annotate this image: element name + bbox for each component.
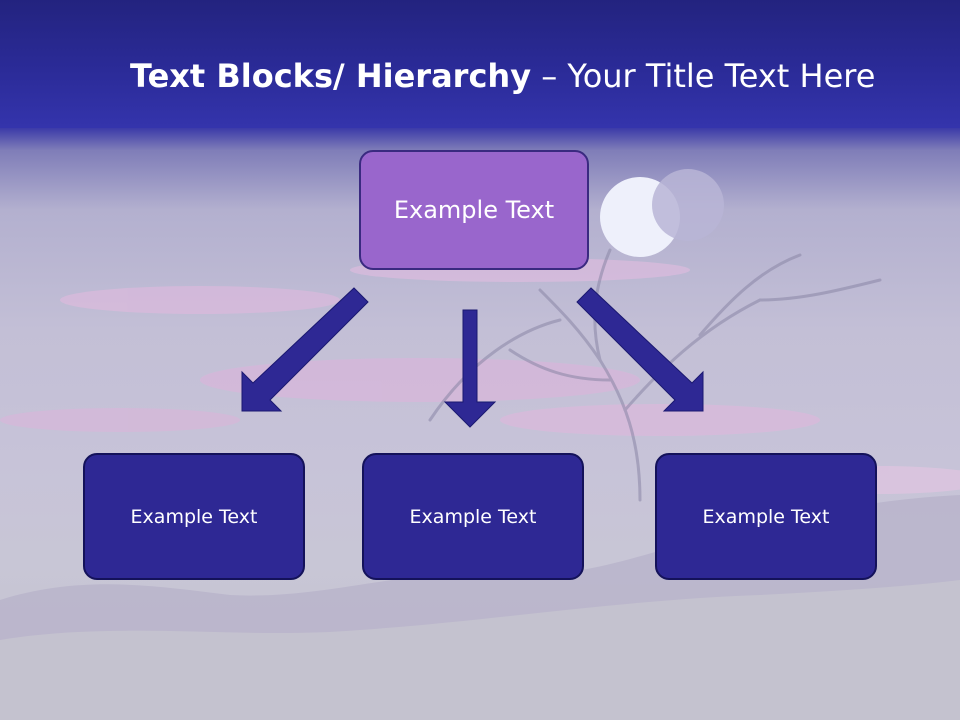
child-text-block-left: Example Text bbox=[83, 453, 305, 580]
title-rest: Your Title Text Here bbox=[567, 57, 876, 95]
title-bold: Text Blocks/ Hierarchy bbox=[130, 57, 532, 95]
child-text-block-right: Example Text bbox=[655, 453, 877, 580]
header-band bbox=[0, 0, 960, 128]
moon bbox=[600, 169, 724, 257]
title-dash: – bbox=[531, 57, 568, 95]
child-text-block-center: Example Text bbox=[362, 453, 584, 580]
child-text-block-label: Example Text bbox=[130, 505, 258, 528]
child-text-block-label: Example Text bbox=[702, 505, 830, 528]
top-text-block-label: Example Text bbox=[393, 196, 555, 224]
child-text-block-label: Example Text bbox=[409, 505, 537, 528]
top-text-block: Example Text bbox=[359, 150, 589, 270]
slide-title: Text Blocks/ Hierarchy – Your Title Text… bbox=[130, 54, 930, 98]
